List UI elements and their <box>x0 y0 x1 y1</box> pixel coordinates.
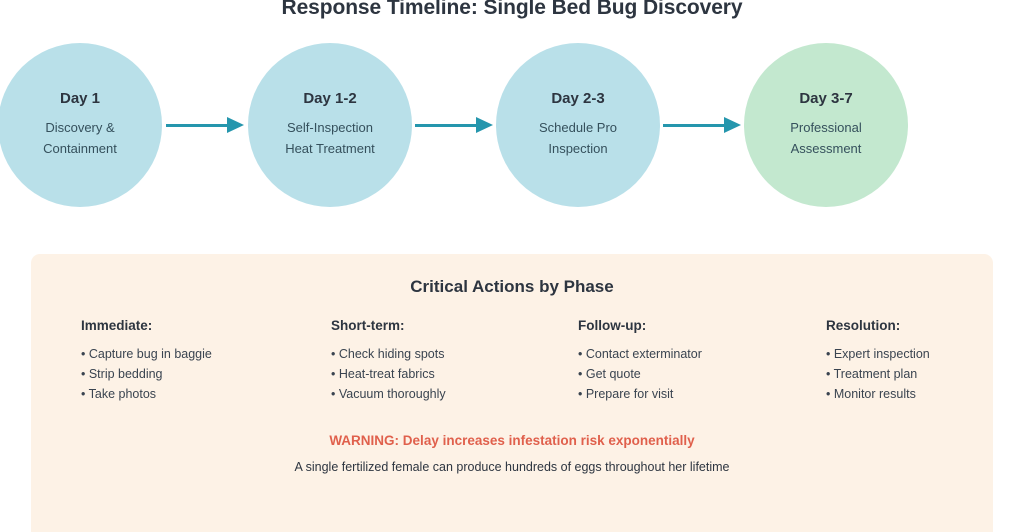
action-list-item: • Heat-treat fabrics <box>331 367 435 381</box>
warning-subtext: A single fertilized female can produce h… <box>294 460 730 474</box>
arrow-shaft <box>663 123 725 127</box>
action-list-item: • Treatment plan <box>826 367 918 381</box>
timeline-flow: Day 1 Discovery & Containment Day 1-2 Se… <box>0 43 1024 208</box>
action-list-item: • Contact exterminator <box>578 347 702 361</box>
timeline-node-detail-line-1: Professional <box>790 120 862 135</box>
warning-text: WARNING: Delay increases infestation ris… <box>329 433 695 448</box>
action-columns: Immediate: • Capture bug in baggie • Str… <box>31 318 993 418</box>
action-column-title: Immediate: <box>81 318 153 333</box>
timeline-node-day-2-3[interactable]: Day 2-3 Schedule Pro Inspection <box>496 43 660 207</box>
action-list-item: • Monitor results <box>826 387 916 401</box>
action-column-resolution: Resolution: • Expert inspection • Treatm… <box>826 318 930 404</box>
action-column-immediate: Immediate: • Capture bug in baggie • Str… <box>81 318 212 404</box>
timeline-node-detail-line-2: Containment <box>43 141 117 156</box>
critical-actions-panel: Critical Actions by Phase Immediate: • C… <box>31 254 993 532</box>
timeline-node-day-label: Day 3-7 <box>799 90 853 107</box>
timeline-node-detail-line-2: Inspection <box>548 141 608 156</box>
arrow-head <box>227 117 244 133</box>
timeline-node-day-label: Day 1 <box>59 90 101 107</box>
arrow-head <box>724 117 741 133</box>
timeline-node-day-label: Day 2-3 <box>551 90 605 107</box>
timeline-node-day-3-7[interactable]: Day 3-7 Professional Assessment <box>744 43 908 207</box>
action-column-title: Short-term: <box>331 318 405 333</box>
timeline-node-detail-line-2: Heat Treatment <box>285 141 375 156</box>
timeline-node-detail-line-1: Self-Inspection <box>287 120 373 135</box>
action-list-item: • Strip bedding <box>81 367 163 381</box>
page-title: Response Timeline: Single Bed Bug Discov… <box>281 0 743 19</box>
action-column-title: Follow-up: <box>578 318 647 333</box>
timeline-node-detail-line-1: Schedule Pro <box>538 120 618 135</box>
timeline-node-day-1-2[interactable]: Day 1-2 Self-Inspection Heat Treatment <box>248 43 412 207</box>
arrow-shaft <box>166 123 228 127</box>
panel-heading: Critical Actions by Phase <box>410 277 614 296</box>
arrow-shaft <box>415 123 477 127</box>
action-column-short-term: Short-term: • Check hiding spots • Heat-… <box>331 318 446 404</box>
action-list-item: • Expert inspection <box>826 347 930 361</box>
action-list-item: • Take photos <box>81 387 157 401</box>
arrow-head <box>476 117 493 133</box>
timeline-node-detail-line-1: Discovery & <box>45 120 115 135</box>
action-list-item: • Prepare for visit <box>578 387 674 401</box>
action-list-item: • Check hiding spots <box>331 347 445 361</box>
timeline-node-day-1[interactable]: Day 1 Discovery & Containment <box>0 43 162 207</box>
action-list-item: • Get quote <box>578 367 641 381</box>
action-column-title: Resolution: <box>826 318 901 333</box>
timeline-node-detail-line-2: Assessment <box>790 141 862 156</box>
action-column-follow-up: Follow-up: • Contact exterminator • Get … <box>578 318 702 404</box>
timeline-node-day-label: Day 1-2 <box>303 90 357 107</box>
action-list-item: • Vacuum thoroughly <box>331 387 446 401</box>
arrow-1-to-2 <box>166 117 244 133</box>
arrow-2-to-3 <box>415 117 493 133</box>
action-list-item: • Capture bug in baggie <box>81 347 212 361</box>
arrow-3-to-4 <box>663 117 741 133</box>
